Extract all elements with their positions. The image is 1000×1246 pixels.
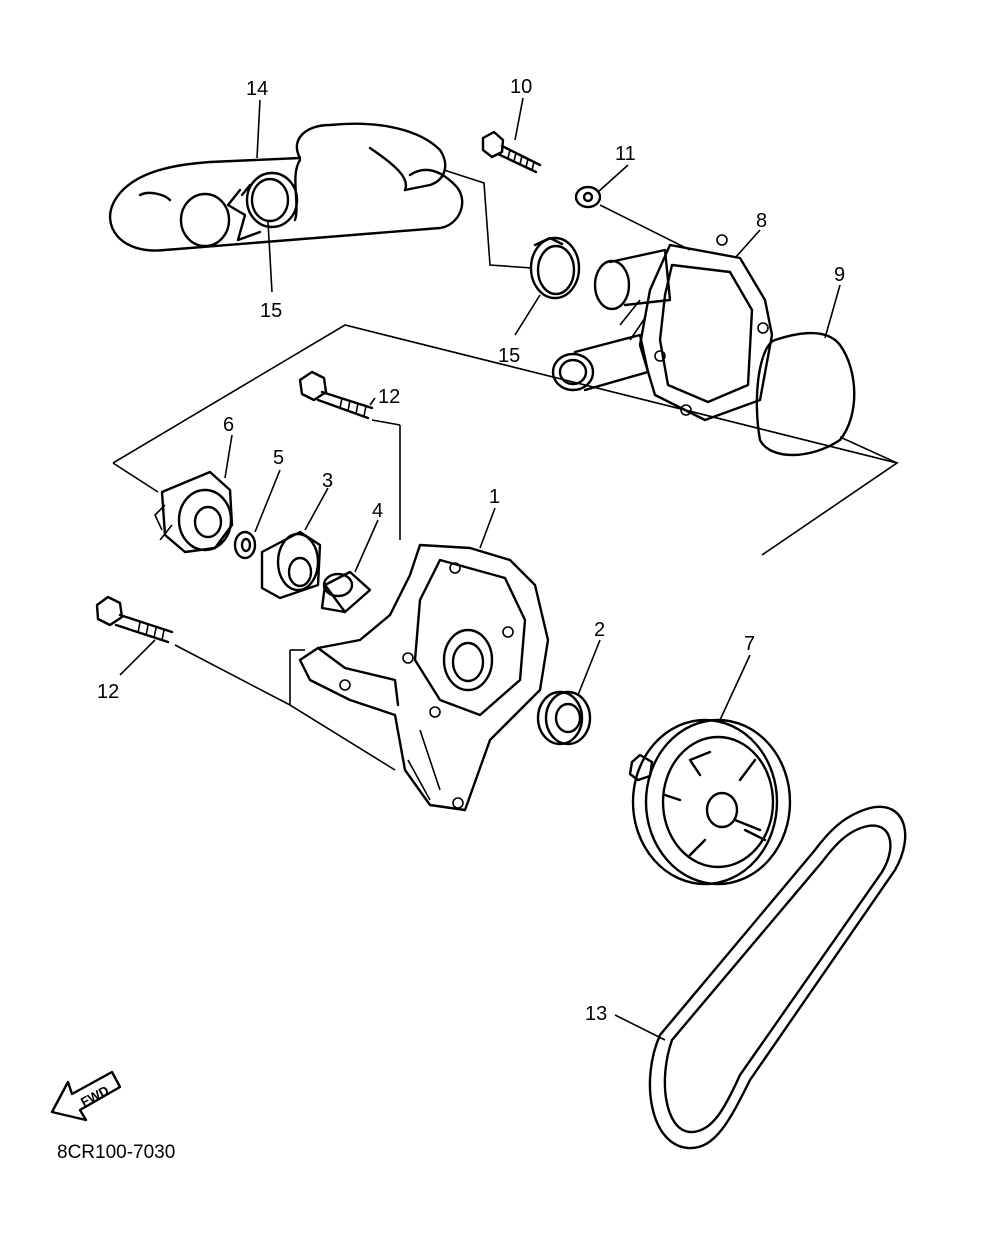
hose-clamp-upper [226,171,299,242]
callout-12-upper: 12 [378,386,400,408]
bolt-12-upper [298,370,401,426]
callout-7: 7 [744,633,755,655]
callout-11: 11 [615,143,636,165]
callout-12-lower: 12 [97,681,119,703]
mechanical-seal-3 [260,530,322,600]
bolt-10 [481,130,542,174]
bolt-12-lower [95,595,291,706]
callout-5: 5 [273,447,284,469]
leader-lines [119,97,841,1041]
callout-2: 2 [594,619,605,641]
o-ring-9 [755,331,898,464]
impeller-6 [154,470,234,554]
callout-15-upper: 15 [260,300,282,322]
seal-ring-5 [233,530,257,560]
v-belt-13 [648,805,907,1150]
pump-housing-body [298,543,550,812]
fwd-arrow-icon: FWD [50,1070,122,1122]
callout-1: 1 [489,486,500,508]
callout-3: 3 [322,470,333,492]
callout-13: 13 [585,1003,607,1025]
part-code: 8CR100-7030 [57,1142,175,1163]
callout-4: 4 [372,500,383,522]
washer-11 [574,185,691,251]
callout-8: 8 [756,210,767,232]
callout-15-lower: 15 [498,345,520,367]
collar-4 [320,570,372,614]
pump-housing-cover [551,234,774,422]
water-hose [109,122,464,252]
hose-clamp-lower [443,169,581,300]
callout-9: 9 [834,264,845,286]
callout-14: 14 [246,78,268,100]
callout-numbers: 1 2 3 4 5 6 7 8 9 10 11 12 12 13 14 15 1… [97,76,845,1025]
assembly-frame [112,324,899,771]
callout-10: 10 [510,76,532,98]
pulley-7 [628,718,792,886]
callout-6: 6 [223,414,234,436]
bearing-2 [536,690,592,746]
